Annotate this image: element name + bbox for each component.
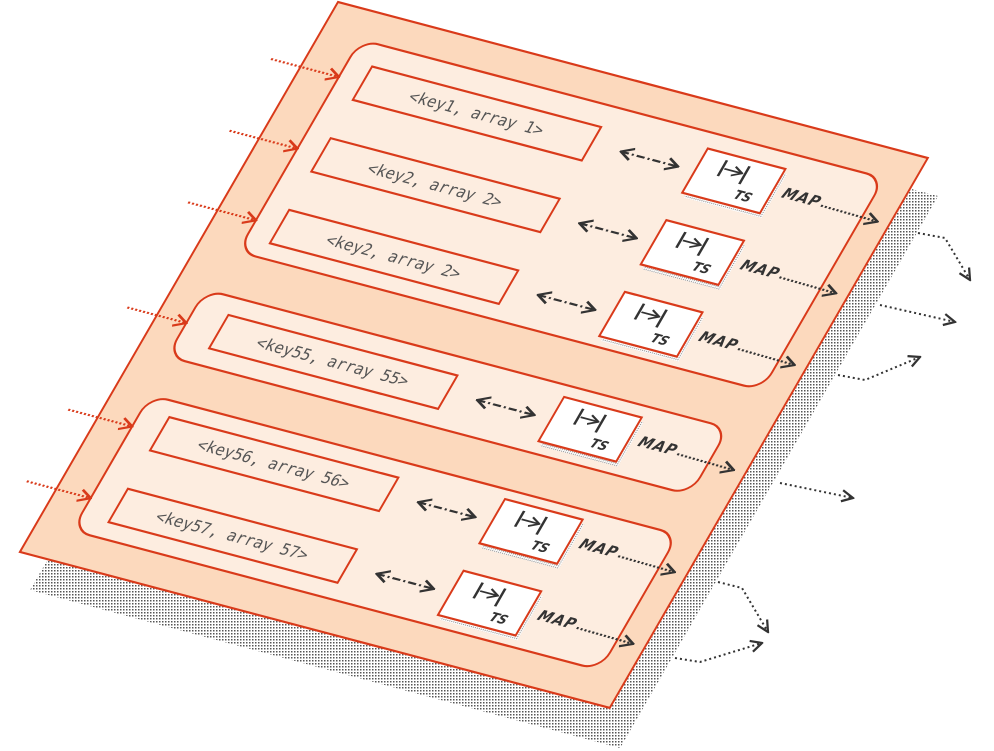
ts-label: TS	[647, 331, 671, 349]
output-arrow	[674, 643, 762, 664]
bidirectional-arrow	[621, 152, 678, 167]
bidirectional-arrow	[477, 400, 534, 415]
bidirectional-arrow	[538, 295, 595, 310]
maps-to-icon-bar-right	[696, 237, 710, 257]
map-output-arrow	[778, 276, 837, 293]
output-arrow	[879, 304, 955, 322]
key-array-box	[106, 487, 359, 584]
maps-to-icon-bar-right	[493, 588, 507, 607]
key-array-box	[309, 136, 562, 234]
ts-box	[639, 218, 746, 287]
maps-to-icon	[572, 408, 608, 433]
output-arrow	[779, 482, 853, 498]
ts-box	[477, 497, 585, 566]
maps-to-icon	[716, 160, 751, 185]
ts-box	[597, 290, 705, 358]
key-array-box	[148, 415, 400, 513]
bidirectional-arrow	[580, 223, 637, 238]
maps-to-icon-arrow	[479, 591, 498, 596]
map-output-arrow	[576, 626, 634, 644]
maps-to-icon-bar-left	[513, 510, 526, 527]
ts-label: TS	[527, 539, 551, 557]
maps-to-icon	[633, 303, 668, 328]
input-arrow	[26, 480, 91, 498]
maps-to-icon-bar-right	[594, 414, 608, 433]
input-arrow	[187, 201, 256, 220]
maps-to-icon-arrow	[640, 312, 659, 317]
output-arrow	[917, 232, 970, 280]
maps-to-icon	[513, 510, 549, 535]
map-output-arrow	[820, 204, 878, 222]
maps-to-icon-arrow	[682, 240, 701, 245]
map-output-arrow	[737, 347, 795, 365]
input-arrow	[270, 58, 339, 77]
output-arrow	[837, 357, 920, 382]
maps-to-icon-bar-left	[675, 231, 687, 249]
key-array-box	[351, 65, 603, 162]
maps-to-icon-bar-left	[716, 160, 729, 177]
input-arrow	[67, 408, 132, 427]
ts-label: TS	[486, 610, 510, 628]
ts-box	[436, 569, 543, 637]
maps-to-icon-bar-left	[572, 408, 585, 425]
maps-to-icon-bar-right	[655, 309, 668, 328]
output-arrow	[717, 581, 768, 632]
map-output-arrow	[617, 555, 676, 572]
maps-to-icon	[472, 582, 507, 607]
maps-to-icon-bar-left	[633, 303, 646, 320]
maps-to-icon-bar-left	[472, 582, 484, 599]
maps-to-icon-arrow	[521, 519, 540, 524]
maps-to-icon	[675, 231, 710, 257]
ts-label: TS	[730, 188, 754, 206]
bidirectional-arrow	[377, 574, 434, 589]
output-arrows	[674, 232, 970, 664]
maps-to-icon-arrow	[580, 417, 599, 422]
key-array-box	[268, 208, 520, 306]
maps-to-icon-bar-right	[535, 516, 549, 535]
ts-label: TS	[587, 436, 611, 454]
ts-box	[680, 147, 787, 215]
key-array-box	[207, 313, 459, 411]
maps-to-icon-bar-right	[738, 166, 751, 185]
input-arrow	[228, 129, 298, 149]
ts-box	[536, 395, 644, 463]
maps-to-icon-arrow	[723, 169, 742, 174]
map-output-arrow	[676, 453, 735, 470]
ts-label: TS	[689, 260, 713, 278]
